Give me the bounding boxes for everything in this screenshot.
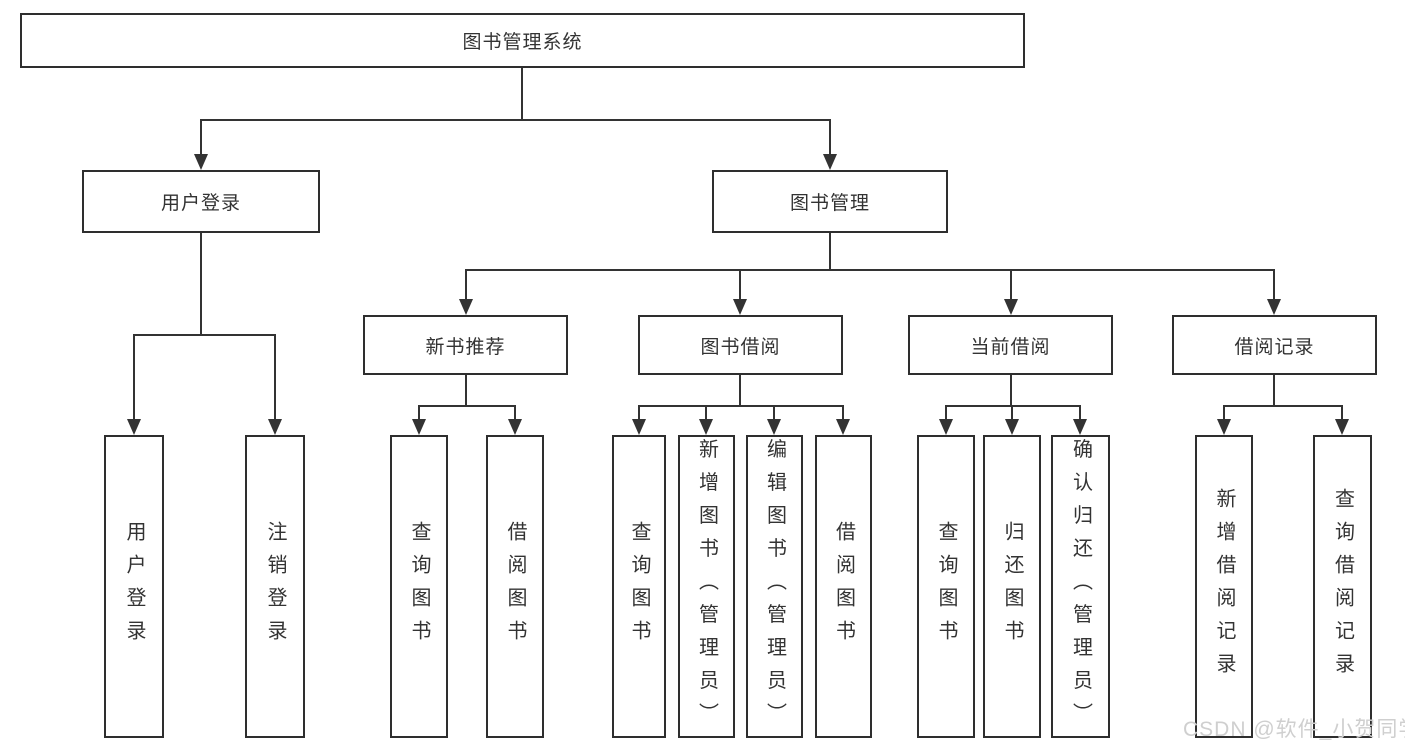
connector-line — [945, 405, 947, 420]
leaf-user-login-label: 用户登录 — [123, 520, 145, 653]
connector-line — [465, 269, 467, 300]
arrow-down-icon — [508, 419, 522, 435]
leaf-confirm-return-admin-label: 确认归还（管理员） — [1069, 438, 1092, 735]
arrow-down-icon — [823, 154, 837, 170]
leaf-return-books: 归还图书 — [983, 435, 1041, 738]
arrow-down-icon — [1267, 299, 1281, 315]
connector-line — [418, 405, 516, 407]
connector-line — [1223, 405, 1343, 407]
leaf-add-books-admin-label: 新增图书（管理员） — [695, 438, 718, 735]
arrow-down-icon — [412, 419, 426, 435]
arrow-down-icon — [268, 419, 282, 435]
connector-line — [200, 119, 202, 156]
arrow-down-icon — [194, 154, 208, 170]
arrow-down-icon — [699, 419, 713, 435]
connector-line — [945, 405, 1081, 407]
node-book-management: 图书管理 — [712, 170, 948, 233]
connector-line — [638, 405, 640, 420]
leaf-borrow-books-2-label: 借阅图书 — [832, 520, 855, 653]
connector-line — [638, 405, 844, 407]
leaf-logout: 注销登录 — [245, 435, 305, 738]
connector-line — [465, 375, 467, 407]
leaf-query-books-3-label: 查询图书 — [935, 520, 957, 653]
leaf-edit-books-admin: 编辑图书（管理员） — [746, 435, 803, 738]
node-book-management-label: 图书管理 — [789, 193, 870, 214]
leaf-borrow-books-2: 借阅图书 — [815, 435, 872, 738]
leaf-add-books-admin: 新增图书（管理员） — [678, 435, 735, 738]
node-current-borrow: 当前借阅 — [908, 315, 1113, 375]
leaf-query-books-3: 查询图书 — [917, 435, 975, 738]
node-new-book-recommend-label: 新书推荐 — [425, 336, 506, 358]
connector-line — [200, 119, 831, 121]
connector-line — [521, 68, 523, 121]
connector-line — [133, 334, 276, 336]
connector-line — [200, 233, 202, 336]
leaf-query-books-1-label: 查询图书 — [408, 520, 430, 653]
leaf-query-books-2-label: 查询图书 — [628, 520, 650, 653]
connector-line — [514, 405, 516, 420]
arrow-down-icon — [127, 419, 141, 435]
node-root: 图书管理系统 — [20, 13, 1025, 68]
node-root-label: 图书管理系统 — [462, 32, 583, 53]
node-borrow-records: 借阅记录 — [1172, 315, 1377, 375]
leaf-query-books-1: 查询图书 — [390, 435, 448, 738]
connector-line — [842, 405, 844, 420]
connector-line — [739, 375, 741, 407]
connector-line — [1341, 405, 1343, 420]
leaf-borrow-books-1: 借阅图书 — [486, 435, 544, 738]
arrow-down-icon — [632, 419, 646, 435]
arrow-down-icon — [939, 419, 953, 435]
arrow-down-icon — [1005, 419, 1019, 435]
connector-line — [773, 405, 775, 420]
arrow-down-icon — [1073, 419, 1087, 435]
csdn-watermark: CSDN @软件_小贺同学 — [1183, 718, 1405, 741]
node-new-book-recommend: 新书推荐 — [363, 315, 568, 375]
node-user-login: 用户登录 — [82, 170, 320, 233]
leaf-borrow-books-1-label: 借阅图书 — [504, 520, 526, 653]
arrow-down-icon — [767, 419, 781, 435]
leaf-logout-label: 注销登录 — [264, 520, 286, 653]
arrow-down-icon — [1004, 299, 1018, 315]
leaf-add-borrow-record-label: 新增借阅记录 — [1213, 487, 1235, 686]
leaf-query-books-2: 查询图书 — [612, 435, 666, 738]
arrow-down-icon — [836, 419, 850, 435]
arrow-down-icon — [1335, 419, 1349, 435]
leaf-add-borrow-record: 新增借阅记录 — [1195, 435, 1253, 738]
arrow-down-icon — [1217, 419, 1231, 435]
leaf-query-borrow-record: 查询借阅记录 — [1313, 435, 1372, 738]
leaf-confirm-return-admin: 确认归还（管理员） — [1051, 435, 1110, 738]
connector-line — [418, 405, 420, 420]
node-current-borrow-label: 当前借阅 — [970, 336, 1051, 358]
connector-line — [1079, 405, 1081, 420]
connector-line — [829, 233, 831, 271]
arrow-down-icon — [459, 299, 473, 315]
arrow-down-icon — [733, 299, 747, 315]
node-borrow-records-label: 借阅记录 — [1234, 336, 1315, 358]
connector-line — [1273, 269, 1275, 300]
connector-line — [739, 269, 741, 300]
connector-line — [465, 269, 1275, 271]
connector-line — [705, 405, 707, 420]
leaf-user-login: 用户登录 — [104, 435, 164, 738]
connector-line — [1273, 375, 1275, 407]
leaf-return-books-label: 归还图书 — [1001, 520, 1023, 653]
node-book-borrow: 图书借阅 — [638, 315, 843, 375]
leaf-edit-books-admin-label: 编辑图书（管理员） — [763, 438, 786, 735]
connector-line — [1010, 375, 1012, 407]
leaf-query-borrow-record-label: 查询借阅记录 — [1331, 487, 1354, 686]
node-user-login-label: 用户登录 — [160, 193, 241, 214]
node-book-borrow-label: 图书借阅 — [700, 336, 781, 358]
connector-line — [829, 119, 831, 156]
connector-line — [133, 334, 135, 420]
connector-line — [1223, 405, 1225, 420]
connector-line — [1010, 269, 1012, 300]
connector-line — [1011, 405, 1013, 420]
connector-line — [274, 334, 276, 420]
